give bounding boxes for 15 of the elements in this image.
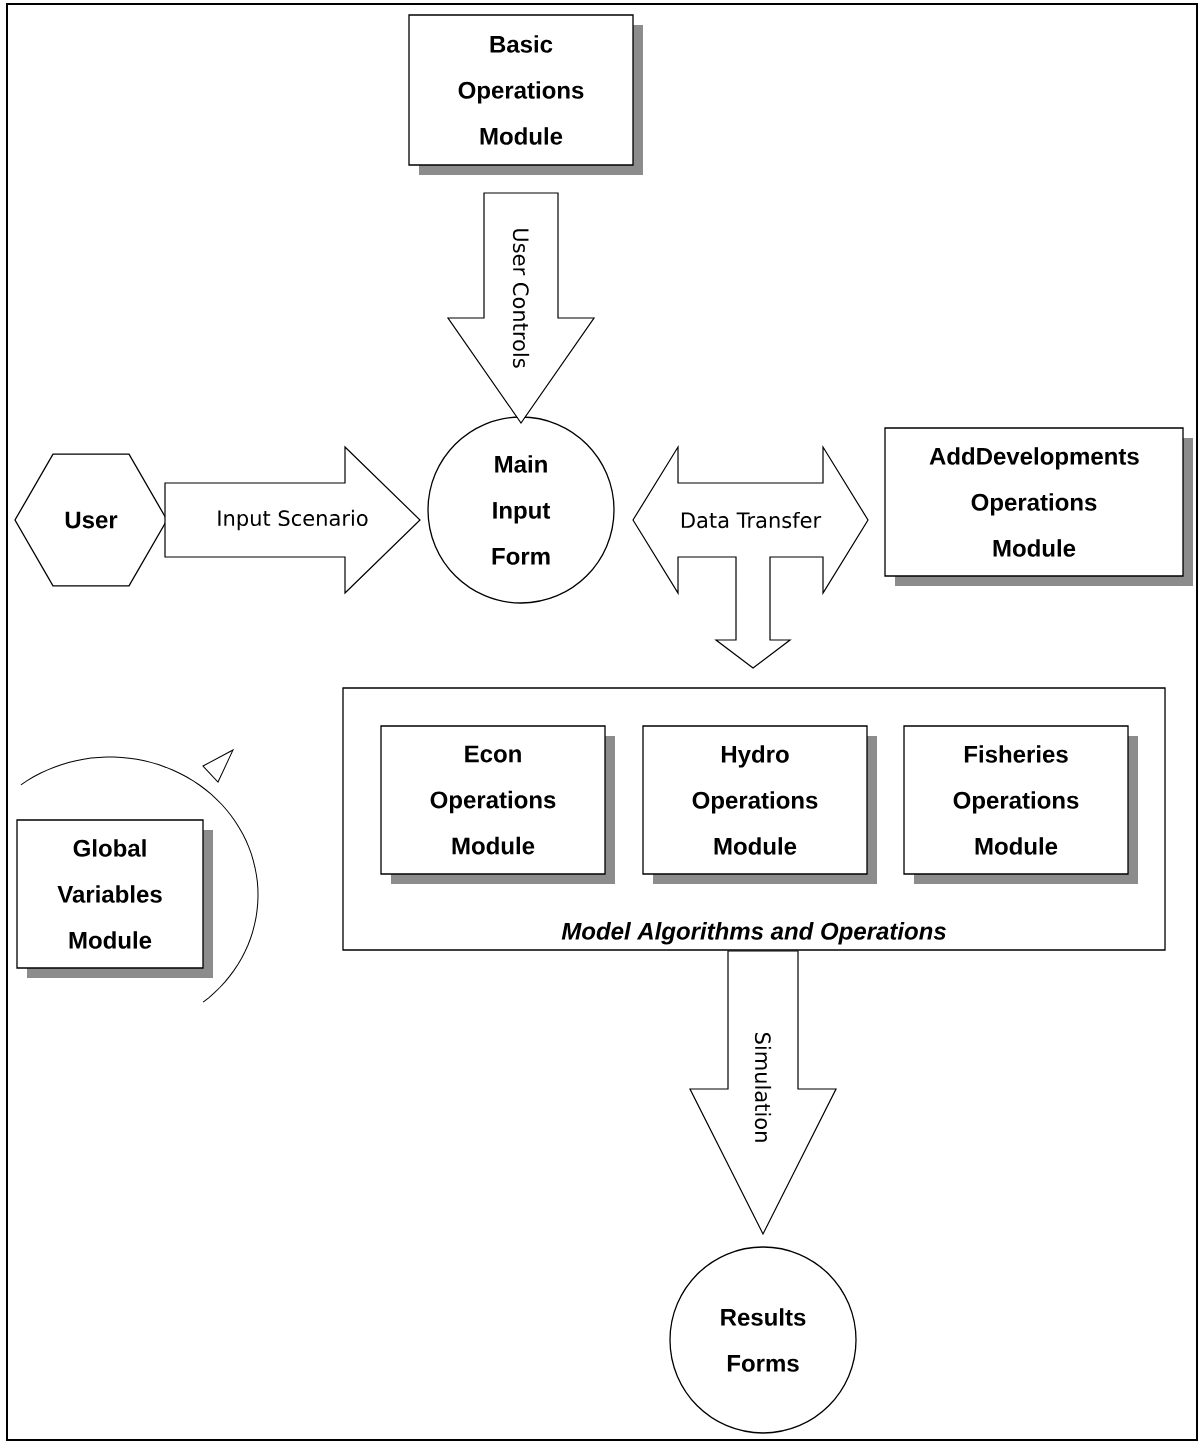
module-box: Hydro Operations Module [642, 725, 877, 884]
actor-hexagon: User [14, 453, 168, 587]
block-arrow [689, 950, 837, 1236]
block-arrow [446, 192, 596, 425]
block-arrow [632, 444, 869, 669]
module-box: Fisheries Operations Module [903, 725, 1138, 884]
edge-label: Data Transfer [681, 511, 822, 529]
module-box: AddDevelopments Operations Module [884, 427, 1193, 586]
block-arrow [164, 445, 421, 595]
edge-label: Input Scenario [218, 509, 368, 531]
edge-label: User Controls [512, 229, 530, 368]
edge-label: Simulation [754, 1032, 772, 1142]
module-box: Global Variables Module [16, 819, 213, 978]
module-box: Basic Operations Module [408, 14, 643, 175]
module-box: Econ Operations Module [380, 725, 615, 884]
